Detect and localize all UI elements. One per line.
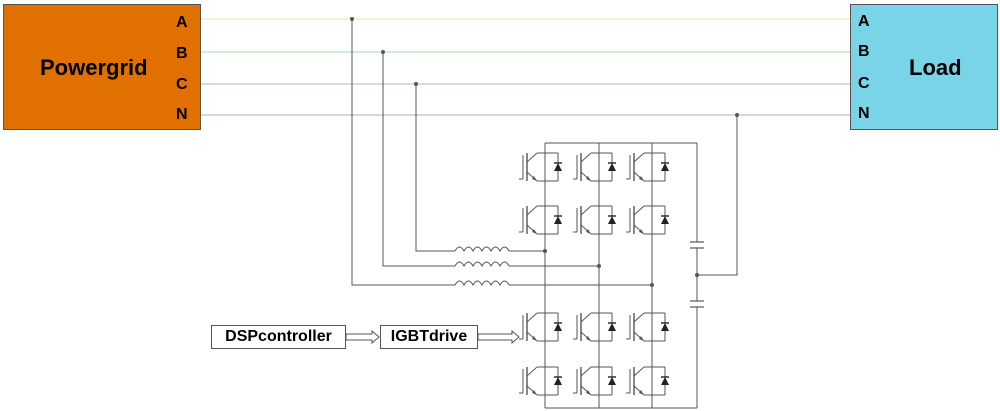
- filter-inductors: [454, 246, 510, 286]
- powergrid-block: Powergrid A B C N: [3, 4, 201, 130]
- grid-phase-c-label: C: [176, 76, 188, 93]
- load-phase-c-label: C: [858, 75, 870, 92]
- load-neutral-label: N: [858, 105, 870, 122]
- load-phase-b-label: B: [858, 43, 870, 60]
- phase-taps: [350, 17, 739, 286]
- grid-neutral-label: N: [176, 106, 188, 123]
- grid-phase-a-label: A: [176, 14, 188, 31]
- inverter-wiring: [509, 115, 738, 409]
- igbt-switches: [518, 146, 670, 402]
- load-block: Load A B C N: [850, 4, 998, 130]
- igbt-drive-block: IGBTdrive: [380, 325, 478, 349]
- load-label: Load: [909, 55, 962, 80]
- grid-phase-b-label: B: [176, 45, 188, 62]
- dsp-controller-block: DSPcontroller: [211, 325, 346, 349]
- signal-arrows: [345, 329, 520, 345]
- load-phase-a-label: A: [858, 13, 870, 30]
- powergrid-label: Powergrid: [40, 55, 148, 80]
